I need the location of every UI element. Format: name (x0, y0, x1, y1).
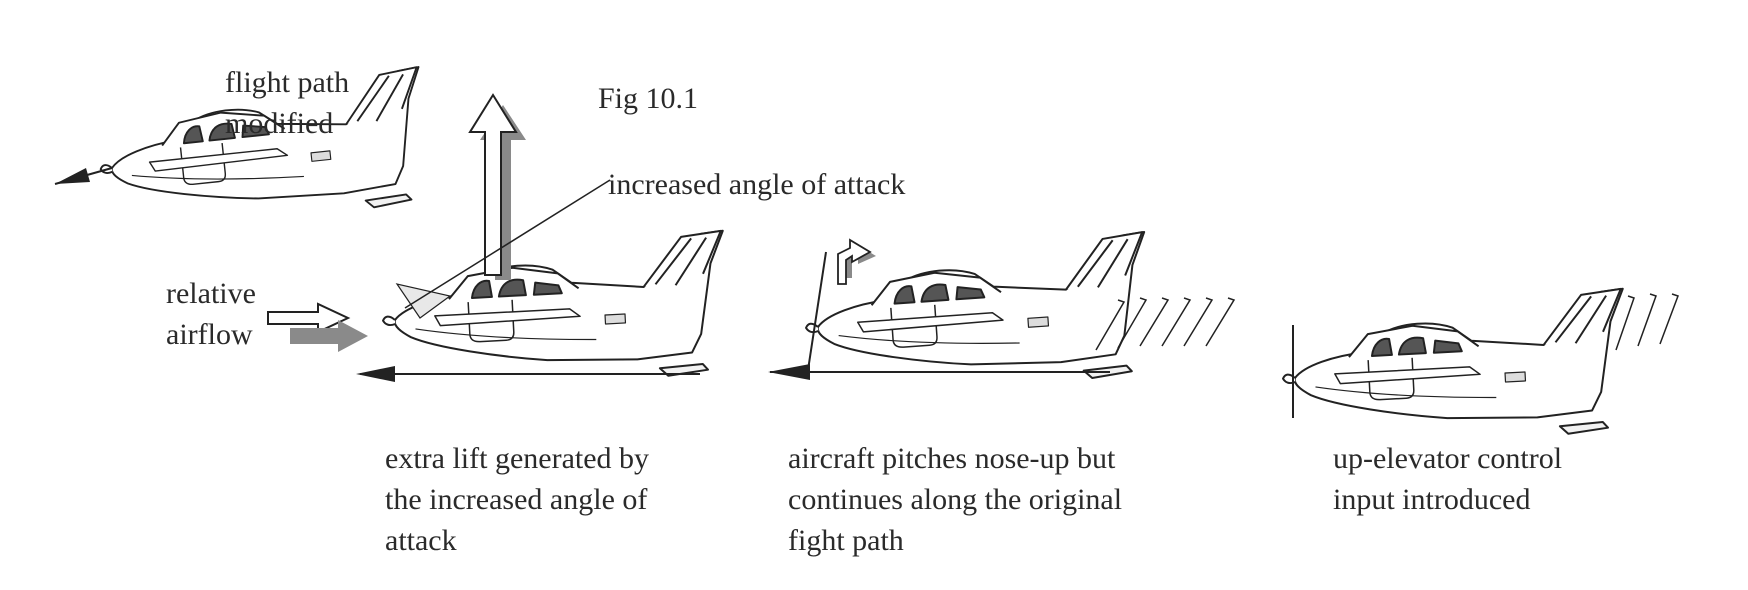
flight-path-label-line-1: flight path (225, 66, 350, 99)
figure-title: Fig 10.1 (598, 82, 699, 115)
original-path-arrow-head-1 (356, 366, 395, 382)
original-path-arrow-head-2 (768, 364, 810, 380)
stage3-caption-line-2: input introduced (1333, 483, 1531, 516)
flight-path-arrow-head (55, 168, 90, 184)
stage2-caption: aircraft pitches nose-up but continues a… (788, 438, 1122, 561)
elevator-motion-lines-3 (1615, 293, 1679, 351)
relative-airflow-label-line-1: relative (166, 277, 256, 310)
pitch-up-arrow (837, 238, 872, 285)
relative-airflow-label-line-2: airflow (166, 318, 253, 351)
flight-path-label: flight path modified (225, 62, 349, 144)
stage1-caption-line-3: attack (385, 524, 457, 557)
stage1-caption-line-2: the increased angle of (385, 483, 648, 516)
stage1-caption: extra lift generated by the increased an… (385, 438, 649, 561)
stage1-caption-line-1: extra lift generated by (385, 442, 650, 475)
lift-arrow (468, 93, 518, 276)
relative-airflow-label: relative airflow (166, 273, 256, 355)
angle-of-attack-leader (404, 179, 611, 309)
elevator-motion-lines-2 (1095, 297, 1236, 351)
aircraft-extra-lift (378, 229, 732, 392)
flight-path-label-line-2: modified (225, 107, 334, 140)
propeller (807, 251, 827, 371)
relative-airflow-arrow (267, 302, 351, 334)
stage2-caption-line-2: continues along the original (788, 483, 1123, 516)
stage3-caption-line-1: up-elevator control (1333, 442, 1563, 475)
aircraft-up-elevator (1278, 287, 1632, 450)
angle-of-attack-label: increased angle of attack (608, 168, 906, 201)
angle-of-attack-wedge (395, 283, 452, 319)
lift-arrow-shadow (480, 105, 526, 280)
stage2-caption-line-3: fight path (788, 524, 904, 557)
stage3-caption: up-elevator control input introduced (1333, 438, 1562, 520)
stage2-caption-line-1: aircraft pitches nose-up but (788, 442, 1116, 475)
relative-airflow-arrow-shadow (290, 320, 368, 352)
